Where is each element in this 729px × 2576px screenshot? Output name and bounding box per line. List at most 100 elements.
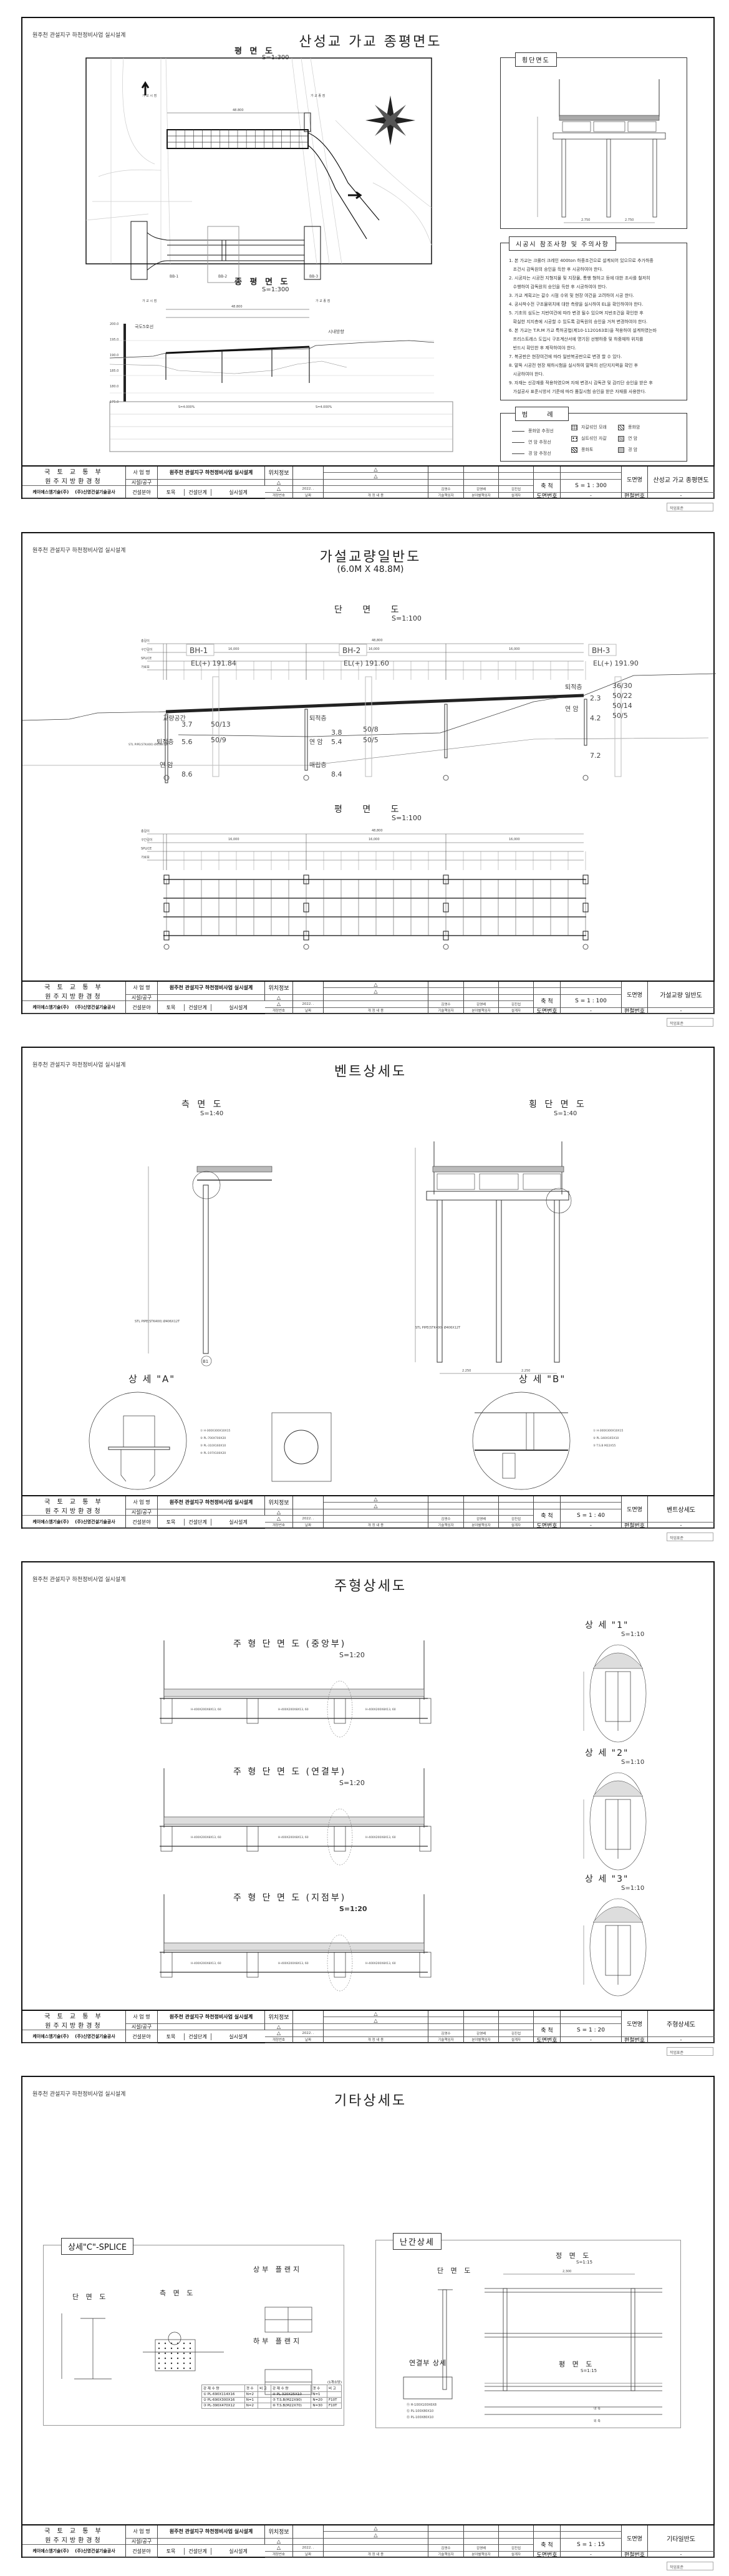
sheet-4: 원주천 관설지구 하천정비사업 실시설계 주형상세도 주 형 단 면 도 (중앙…	[21, 1561, 715, 2056]
table-cell: N=1	[311, 2391, 327, 2398]
plan-scale: S=1:100	[392, 814, 422, 822]
drawing-name-label: 도면명	[622, 2011, 648, 2037]
drawing-no: -	[561, 1522, 622, 1529]
rail-part-3: ⑬ PL-100X80X10	[407, 2415, 433, 2419]
railing-front-label: 정 면 도	[556, 2252, 592, 2260]
signature-2: 김영배	[464, 1001, 499, 1008]
company-1: 케이에스엠기술(주)	[32, 2034, 69, 2040]
date-label: 날짜	[293, 1522, 324, 1529]
bolt	[183, 2367, 185, 2370]
table-header: 비 고	[327, 2385, 342, 2392]
role-3: 설계자	[499, 1522, 534, 1529]
edit-no-label: 편철번호	[622, 2036, 648, 2043]
note-line: 3. 가교 계획고는 갈수 시점 수위 및 현장 여건을 고려하여 시공 한다.	[509, 293, 634, 298]
profile-drawing: 가 교 시 점 가 교 종 점 48.800 200.0195.0190.018…	[109, 299, 453, 452]
stratum-label: 매립층	[309, 761, 327, 769]
field-value: 토목	[158, 489, 185, 496]
spt-value: 50/8	[363, 725, 379, 734]
drawing-no-label: 도면번호	[534, 1007, 561, 1014]
note-line: 4. 공사착수전 구조물위치에 대한 측량을 실시하여 EL을 확인하여야 한다…	[509, 302, 644, 307]
dim-span: 16,000	[228, 647, 239, 651]
pile-cap	[163, 931, 170, 941]
sheet-title: 가설교량일반도	[319, 550, 422, 565]
role-2: 분야별책임자	[464, 1522, 499, 1529]
cross-view-scale: S=1:40	[554, 1110, 577, 1117]
legend-line-label: 연 암 추정선	[528, 440, 551, 445]
drawing-no: -	[561, 2551, 622, 2558]
company-1: 케이에스엠기술(주)	[32, 2549, 69, 2554]
bolt	[170, 2352, 173, 2355]
project-label: 원주천 관설지구 하천정비사업 실시설계	[32, 2091, 126, 2098]
splice-title: 상세"C"-SPLICE	[61, 2238, 134, 2255]
detail-label: 상 세 "3"	[585, 1874, 629, 1884]
stage-value: 실시설계	[229, 490, 248, 496]
signature-1: 김영수	[428, 486, 464, 493]
rev-date: 2022. .	[293, 1516, 324, 1523]
rev-mark: △	[324, 988, 428, 995]
pile-cap	[303, 931, 309, 941]
rev-mark: △	[265, 486, 293, 493]
bolt	[170, 2357, 173, 2360]
bolt	[164, 2362, 167, 2365]
legend-line-label: 풍화암 추정선	[528, 429, 554, 433]
detail-scale: S=1:10	[621, 1885, 645, 1892]
dim-span: 16,000	[369, 838, 380, 841]
side-view-drawing: STL PIPE(STK400) Ø406X12T B1	[135, 1166, 273, 1367]
note-line: 5. 기초의 심도는 지반여건에 따라 변경 될수 있으며 지반조건을 확인한 …	[509, 311, 644, 316]
pier-mark	[443, 944, 449, 950]
cross-section-drawing: 2.750 2.750	[537, 79, 666, 223]
compass-icon	[365, 95, 415, 145]
stiffener	[246, 1952, 259, 1978]
org-line1: 국 토 교 통 부	[44, 1499, 104, 1506]
girder-spec: H-400X200X8X13, 60	[278, 1708, 309, 1712]
legend-hatch-item: 자갈섞인 모래	[571, 424, 607, 430]
legend-hatch-label: 실트섞인 자갈	[581, 436, 607, 441]
drawing-no: -	[561, 492, 622, 499]
rev-mark: △	[265, 994, 293, 1002]
detail-b-part: ③ T.S.B M22X55	[593, 1444, 616, 1448]
plan-span: 48.800	[233, 109, 244, 112]
pile	[444, 704, 448, 758]
org-line1: 국 토 교 통 부	[44, 984, 104, 992]
detail-a-part: ① H-300X300X10X15	[200, 1429, 230, 1433]
scale-label: 축 척	[534, 1509, 561, 1523]
business-label: 사 업 명	[126, 2525, 158, 2539]
bolt	[176, 2362, 179, 2365]
borehole-el: EL(+) 191.84	[191, 659, 236, 667]
cross-dim-1: 2.750	[581, 218, 590, 222]
table-cell: N=2	[244, 2391, 259, 2398]
company-1: 케이에스엠기술(주)	[32, 490, 69, 495]
business-name: 원주천 관설지구 하천정비사업 실시설계	[158, 1496, 265, 1509]
drawing-name: 기타일반도	[648, 2525, 715, 2552]
role-3: 설계자	[499, 2551, 534, 2558]
bolt	[164, 2347, 167, 2350]
project-label: 원주천 관설지구 하천정비사업 실시설계	[32, 548, 126, 554]
note-line: 조건시 감독원의 승인을 득한 후 시공하여야 한다.	[509, 267, 604, 272]
pile-note: STL PIPE(STK400) Ø406X12T	[128, 742, 169, 747]
field-label: 건설분야	[126, 2545, 158, 2558]
b1-marker: B1	[203, 1359, 208, 1364]
drawing-name: 벤트상세도	[648, 1496, 715, 1523]
bolt	[183, 2347, 185, 2350]
role-2: 분야별책임자	[464, 492, 499, 499]
dim-row-label: 구간길이	[141, 838, 152, 842]
location-label: 위치정보	[265, 2525, 293, 2539]
bb-3: BB-3	[309, 274, 318, 279]
table-cell: ③ PL-390X470X12	[201, 2403, 245, 2409]
stage-label: 건설단계	[185, 489, 211, 496]
plan-end: 가 교 종 점	[311, 94, 325, 98]
company-2: (주)신영건설기술공사	[75, 1005, 115, 1010]
stiffener	[419, 1826, 432, 1852]
dim-span: 16,000	[509, 838, 520, 841]
slope-1: S=4.000%	[178, 405, 195, 409]
org-cell: 국 토 교 통 부 원주지방환경청	[22, 1496, 126, 1516]
stage-label: 건설단계	[185, 1004, 211, 1012]
dim-row-label: 가로보	[141, 665, 150, 669]
stiffener	[160, 1826, 173, 1852]
girder-spec: H-400X200X8X13, 60	[278, 1836, 309, 1839]
facility-label: 시설/공구	[126, 479, 158, 487]
